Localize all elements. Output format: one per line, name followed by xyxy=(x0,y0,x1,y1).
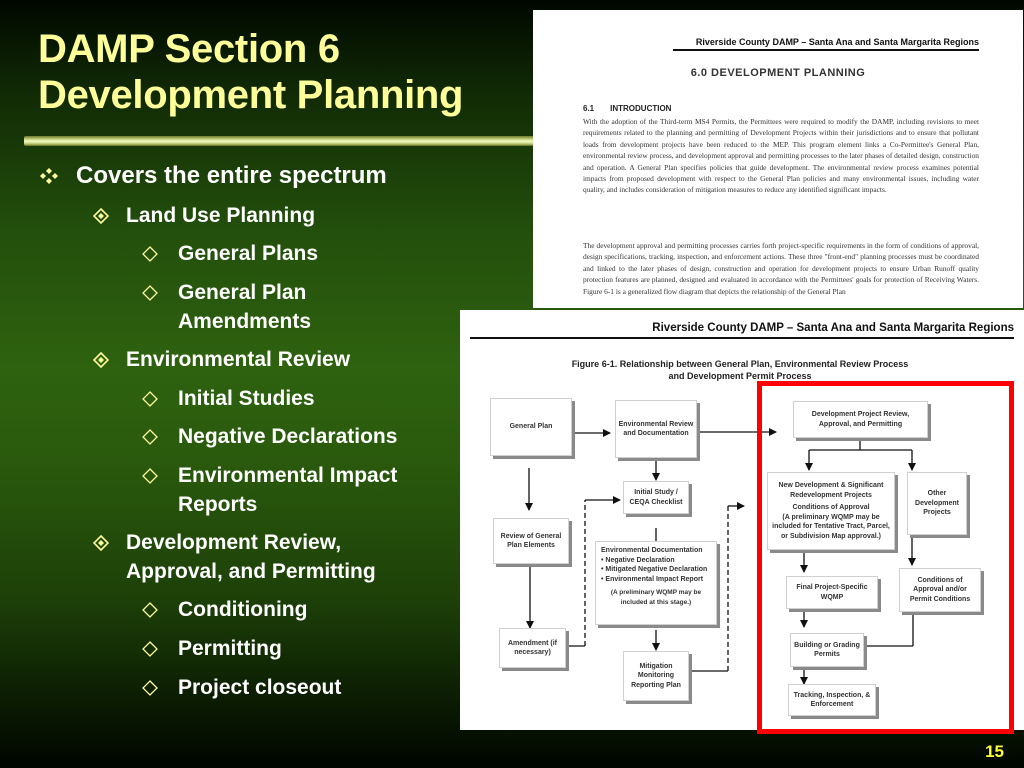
four-diamond-bullet-icon xyxy=(40,168,58,184)
bullet-item: Project closeout xyxy=(142,673,341,702)
bullet-item: Conditioning xyxy=(142,595,307,624)
hollow-diamond-bullet-icon xyxy=(141,429,159,445)
flow-box-environmental-documentation: Environmental Documentation • Negative D… xyxy=(595,541,717,625)
highlight-frame xyxy=(757,381,1014,734)
flow-box-environmental-review: Environmental Review and Documentation xyxy=(615,400,697,458)
document-header: Riverside County DAMP – Santa Ana and Sa… xyxy=(673,37,979,51)
flow-box-tracking-inspection: Tracking, Inspection, & Enforcement xyxy=(788,684,876,716)
hollow-diamond-bullet-icon xyxy=(141,641,159,657)
flow-box-building-permits: Building or Grading Permits xyxy=(790,633,864,667)
slide-title: DAMP Section 6 Development Planning xyxy=(38,26,463,118)
intro-paragraph-1: With the adoption of the Third-term MS4 … xyxy=(583,117,979,195)
slide-title-line-1: DAMP Section 6 xyxy=(38,27,340,71)
hollow-diamond-bullet-icon xyxy=(141,285,159,301)
flow-box-conditions-of-approval: Conditions of Approval and/or Permit Con… xyxy=(899,568,981,612)
bullet-item: Initial Studies xyxy=(142,384,315,413)
hollow-diamond-bullet-icon xyxy=(141,680,159,696)
flow-box-new-development: New Development & Significant Redevelopm… xyxy=(767,472,895,550)
hollow-diamond-bullet-icon xyxy=(141,391,159,407)
flow-box-initial-study: Initial Study / CEQA Checklist xyxy=(623,481,689,514)
bullet-item: Negative Declarations xyxy=(142,422,397,451)
title-divider xyxy=(24,136,534,146)
flow-box-mitigation-monitoring: Mitigation Monitoring Reporting Plan xyxy=(623,651,689,701)
bullet-item: Permitting xyxy=(142,634,282,663)
section-heading: 6.0 DEVELOPMENT PLANNING xyxy=(690,67,866,79)
intro-paragraph-2: The development approval and permitting … xyxy=(583,241,979,296)
flowchart-connectors xyxy=(525,428,916,685)
figure-page-header: Riverside County DAMP – Santa Ana and Sa… xyxy=(470,322,1014,339)
flow-box-final-wqmp: Final Project-Specific WQMP xyxy=(786,576,878,609)
dotted-diamond-bullet-icon xyxy=(93,352,109,368)
dotted-diamond-bullet-icon xyxy=(93,535,109,551)
bullet-item: Environmental Review xyxy=(93,345,350,374)
flow-box-amendment: Amendment (if necessary) xyxy=(499,628,566,668)
hollow-diamond-bullet-icon xyxy=(141,602,159,618)
flow-box-review-general-plan: Review of General Plan Elements xyxy=(493,518,569,564)
hollow-diamond-bullet-icon xyxy=(141,246,159,262)
bullet-item: General Plan Amendments xyxy=(142,278,311,336)
document-page-excerpt: Riverside County DAMP – Santa Ana and Sa… xyxy=(533,10,1023,308)
bullet-item: Environmental Impact Reports xyxy=(142,461,397,519)
figure-caption: Figure 6-1. Relationship between General… xyxy=(571,359,909,381)
flow-box-development-project-review: Development Project Review, Approval, an… xyxy=(793,401,928,438)
bullet-item: Covers the entire spectrum xyxy=(40,161,387,191)
bullet-item: Land Use Planning xyxy=(93,201,315,230)
bullet-item: Development Review, Approval, and Permit… xyxy=(93,528,376,586)
hollow-diamond-bullet-icon xyxy=(141,468,159,484)
flow-box-general-plan: General Plan xyxy=(490,398,572,456)
slide-title-line-2: Development Planning xyxy=(38,73,464,117)
bullet-item: General Plans xyxy=(142,239,318,268)
flow-box-other-development: Other Development Projects xyxy=(907,472,967,535)
dotted-diamond-bullet-icon xyxy=(93,208,109,224)
page-number: 15 xyxy=(985,742,1004,761)
